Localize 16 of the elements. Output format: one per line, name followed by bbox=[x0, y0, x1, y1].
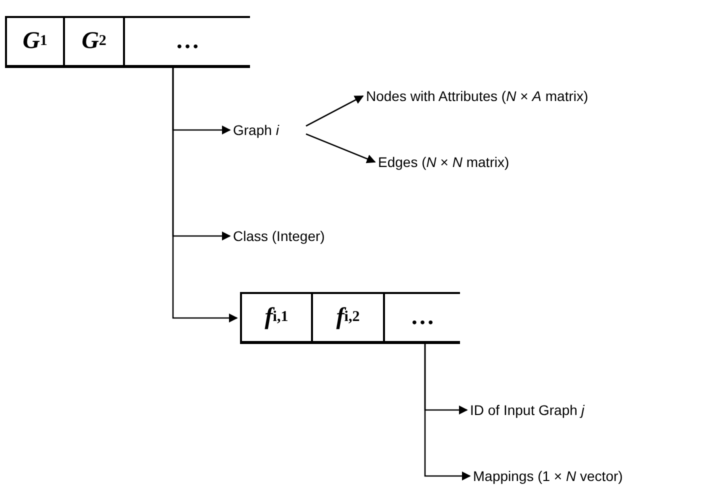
field-label: Class (Integer) bbox=[233, 227, 325, 245]
array-cell: f$^{i,2}$ bbox=[313, 292, 385, 344]
field-label: Nodes with Attributes (N × A matrix) bbox=[366, 87, 588, 105]
arrow bbox=[306, 95, 364, 127]
field-label: Graph i bbox=[233, 121, 279, 139]
array-cell: f$^{i,1}$ bbox=[240, 292, 313, 344]
array-cell: G$^{1}$ bbox=[5, 16, 65, 68]
field-label: Edges (N × N matrix) bbox=[378, 153, 510, 171]
arrow bbox=[172, 68, 238, 323]
array-cell: G$^{2}$ bbox=[65, 16, 125, 68]
array-cell: … bbox=[385, 292, 460, 344]
array-cell: … bbox=[125, 16, 250, 68]
arrow bbox=[306, 133, 376, 164]
field-label: Mappings (1 × N vector) bbox=[473, 467, 623, 485]
arrow bbox=[424, 344, 471, 481]
field-label: ID of Input Graph j bbox=[470, 401, 584, 419]
